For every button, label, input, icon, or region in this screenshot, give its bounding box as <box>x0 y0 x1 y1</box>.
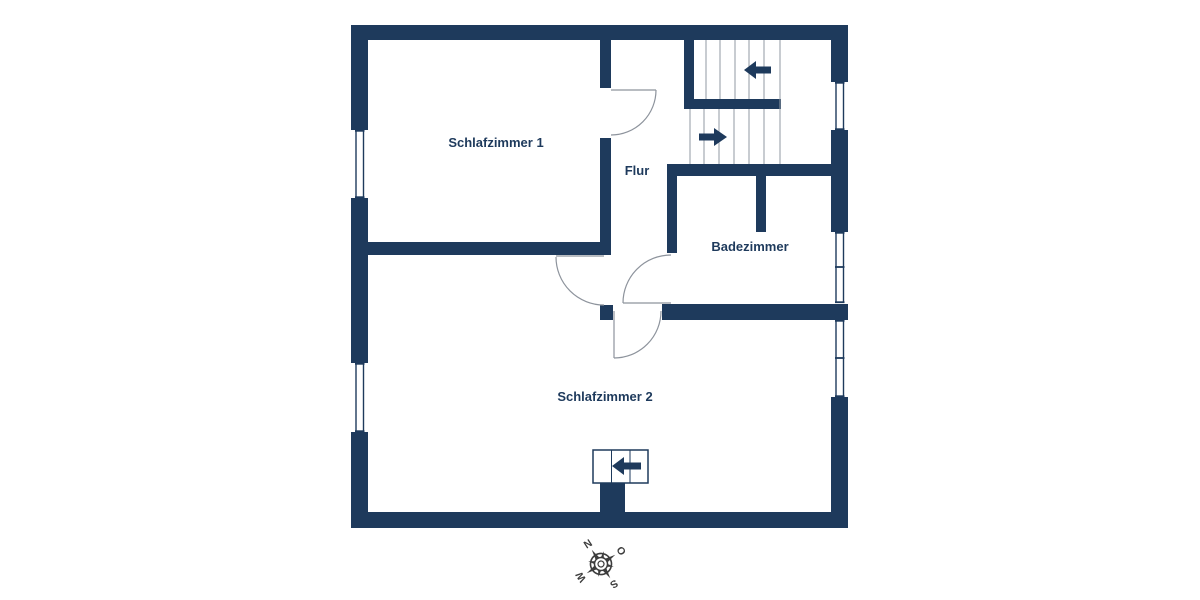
wall-badezimmer-left <box>667 164 677 253</box>
staircase <box>689 40 781 164</box>
wall-right-middle <box>831 130 848 232</box>
stair-arrow-right-icon <box>699 128 727 146</box>
window-left-lower <box>355 362 365 433</box>
room-labels: Schlafzimmer 1 Flur Badezimmer Schlafzim… <box>448 135 788 404</box>
label-schlafzimmer2: Schlafzimmer 2 <box>557 389 652 404</box>
compass-east-label: O <box>613 545 628 558</box>
compass-south-label: S <box>608 577 620 591</box>
wall-left-lower <box>351 432 368 528</box>
stair-arrow-left-icon <box>744 61 771 79</box>
compass-north-label: N <box>582 537 595 551</box>
wall-bottom <box>351 512 848 528</box>
compass-rose: N O S W <box>574 537 628 591</box>
compass-west-label: W <box>574 569 590 584</box>
wall-flur-left-top <box>600 40 611 88</box>
wall-right-lower <box>831 397 848 528</box>
door-schlafzimmer1 <box>610 89 657 136</box>
exterior-walls <box>351 25 848 528</box>
door-flur-schlafzimmer2-west <box>555 255 605 306</box>
wall-left-upper <box>351 25 368 130</box>
wall-schlafzimmer1-bottom <box>351 242 607 255</box>
wall-entry-stub <box>600 483 625 512</box>
wall-schlafzimmer2-north <box>662 304 848 320</box>
wall-badezimmer-stub <box>756 176 766 232</box>
wall-badezimmer-top <box>667 164 848 176</box>
window-right-middle <box>835 231 845 304</box>
door-schlafzimmer2 <box>613 310 662 359</box>
compass-outer-ring <box>589 552 613 576</box>
label-badezimmer: Badezimmer <box>711 239 788 254</box>
label-flur: Flur <box>625 163 650 178</box>
window-right-upper <box>835 81 845 131</box>
door-badezimmer <box>622 254 672 304</box>
entry-stair <box>592 449 649 484</box>
doors <box>555 89 672 359</box>
window-right-lower <box>835 319 845 398</box>
wall-stair-landing-divider <box>684 99 781 109</box>
wall-flur-left-mid <box>600 138 611 255</box>
interior-walls <box>351 40 848 512</box>
compass-center <box>597 560 605 568</box>
wall-right-upper <box>831 25 848 82</box>
window-left-upper <box>355 129 365 199</box>
label-schlafzimmer1: Schlafzimmer 1 <box>448 135 543 150</box>
wall-stairwell-left <box>684 40 694 108</box>
compass-inner-ring <box>593 556 609 572</box>
wall-top <box>351 25 848 40</box>
wall-left-middle <box>351 198 368 363</box>
wall-schlafzimmer2-north-stub <box>600 305 613 320</box>
windows <box>355 81 845 433</box>
entry-arrow-left-icon <box>612 457 641 475</box>
